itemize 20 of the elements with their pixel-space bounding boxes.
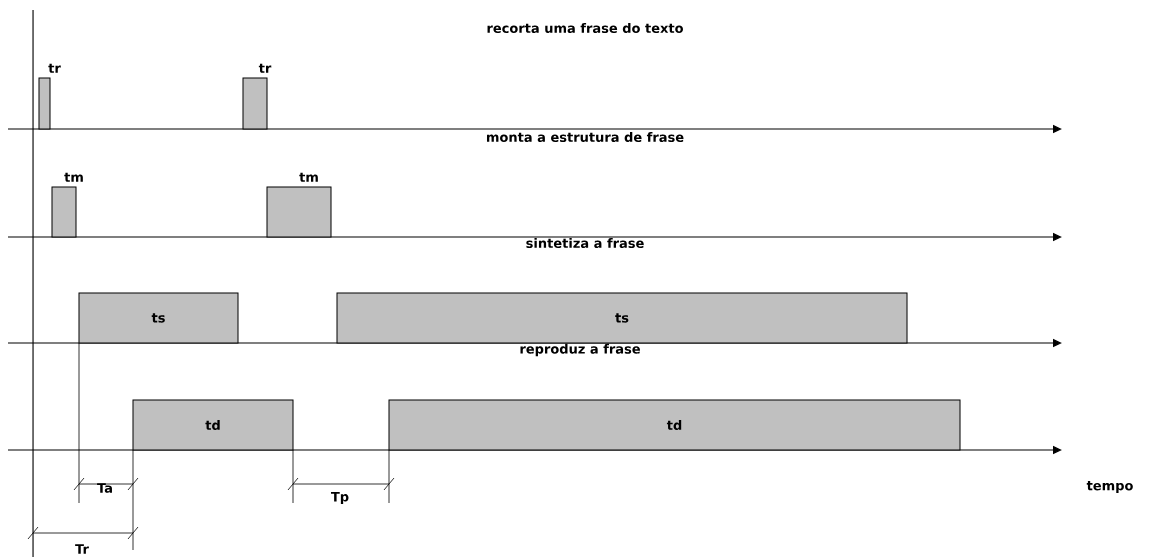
pulse-box: td (132, 399, 294, 451)
node-label: tr (48, 63, 61, 73)
node-label: tm (64, 172, 83, 182)
dimension-label: Ta (97, 483, 112, 493)
node-label: tr (258, 63, 272, 73)
dimension-label: Tp (331, 491, 349, 505)
pulse-box: tr (242, 63, 272, 130)
axis-label: tempo (1086, 481, 1133, 493)
pulse-box: ts (336, 292, 908, 344)
pulse-box: tm (51, 172, 83, 238)
dimension-label: Tr (75, 544, 89, 554)
pulse-box: tm (266, 172, 332, 238)
row-title: sintetiza a frase (526, 237, 644, 249)
row-title: reproduz a frase (520, 343, 640, 357)
pulse-box: td (388, 399, 961, 451)
node-label: tm (299, 172, 318, 182)
row-title: recorta uma frase do texto (487, 22, 683, 34)
pulse-box: ts (78, 292, 239, 344)
row-title: monta a estrutura de frase (487, 131, 684, 143)
pulse-box: tr (38, 63, 61, 130)
